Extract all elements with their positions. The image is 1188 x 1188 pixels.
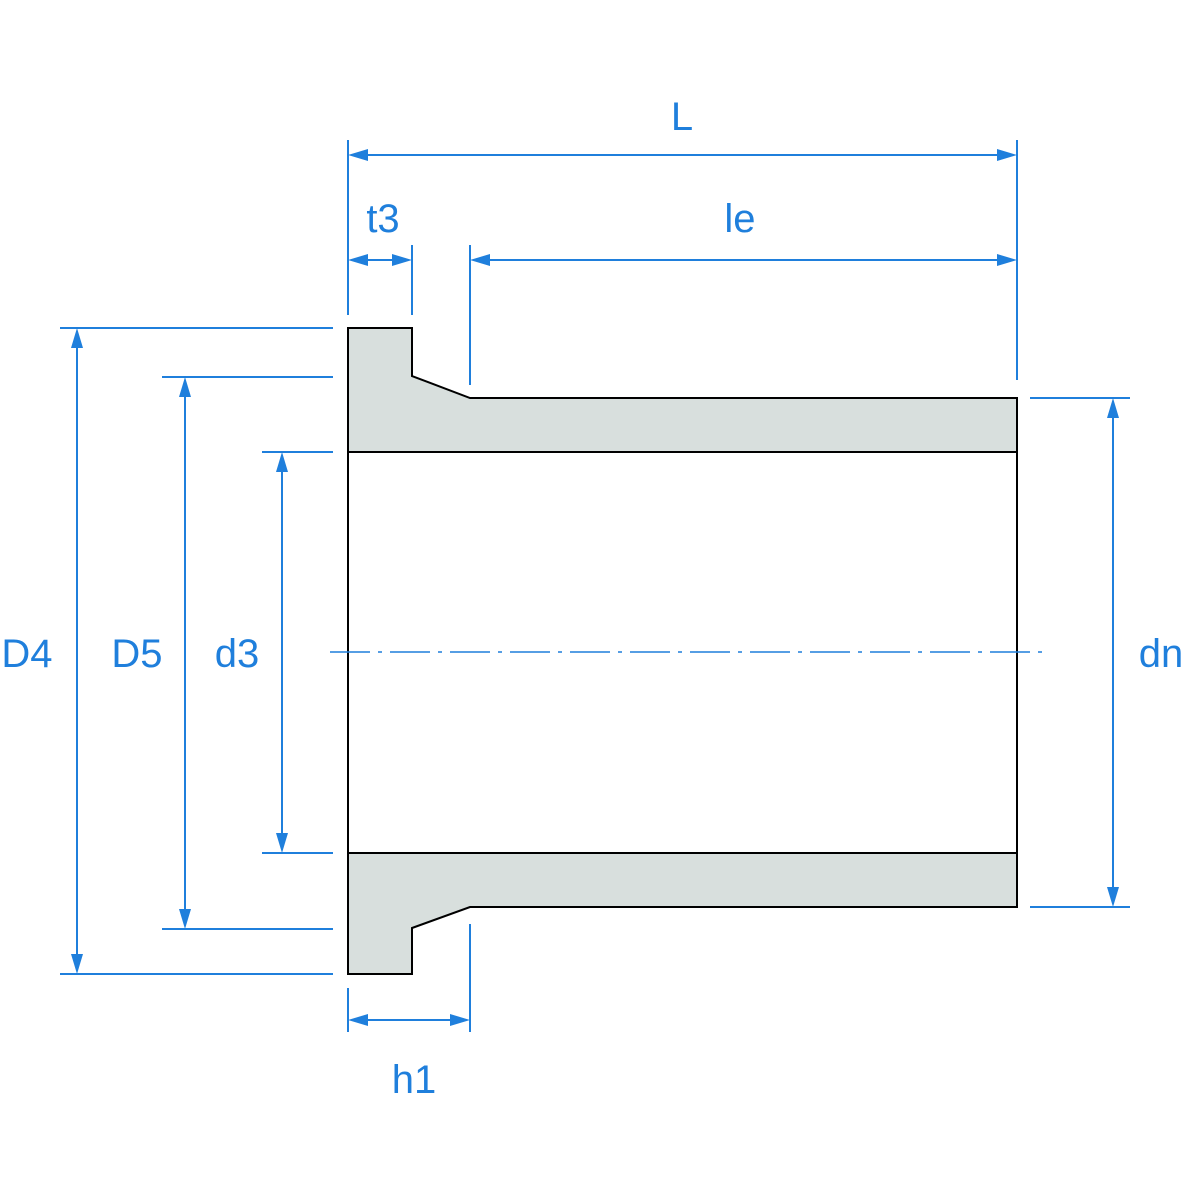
label-d3: d3 [215, 632, 260, 676]
dimension-L [348, 149, 1017, 161]
dimension-D4 [71, 328, 83, 974]
dimension-h1 [348, 1014, 470, 1026]
dimension-d3 [276, 452, 288, 853]
label-dn: dn [1139, 632, 1184, 676]
arrow-right-icon [392, 254, 412, 266]
arrow-right-icon [997, 254, 1017, 266]
label-h1: h1 [392, 1058, 437, 1102]
lower-flange-wall [347, 852, 1018, 975]
arrow-left-icon [348, 254, 368, 266]
arrow-down-icon [1107, 887, 1119, 907]
arrow-down-icon [276, 833, 288, 853]
upper-flange-wall [347, 327, 1018, 453]
arrow-down-icon [179, 909, 191, 929]
label-D5: D5 [111, 632, 162, 676]
label-L: L [671, 95, 693, 139]
arrow-up-icon [71, 328, 83, 348]
arrow-up-icon [179, 377, 191, 397]
arrow-left-icon [348, 1014, 368, 1026]
dimension-le [470, 254, 1017, 266]
label-le: le [724, 197, 755, 241]
arrow-left-icon [470, 254, 490, 266]
label-t3: t3 [366, 197, 399, 241]
arrow-up-icon [276, 452, 288, 472]
dimension-t3 [348, 254, 412, 266]
arrow-left-icon [348, 149, 368, 161]
arrow-up-icon [1107, 398, 1119, 418]
label-D4: D4 [1, 632, 52, 676]
arrow-right-icon [450, 1014, 470, 1026]
part-section [347, 327, 1018, 975]
arrow-right-icon [997, 149, 1017, 161]
arrow-down-icon [71, 954, 83, 974]
dimension-dn [1107, 398, 1119, 907]
dimension-D5 [179, 377, 191, 929]
